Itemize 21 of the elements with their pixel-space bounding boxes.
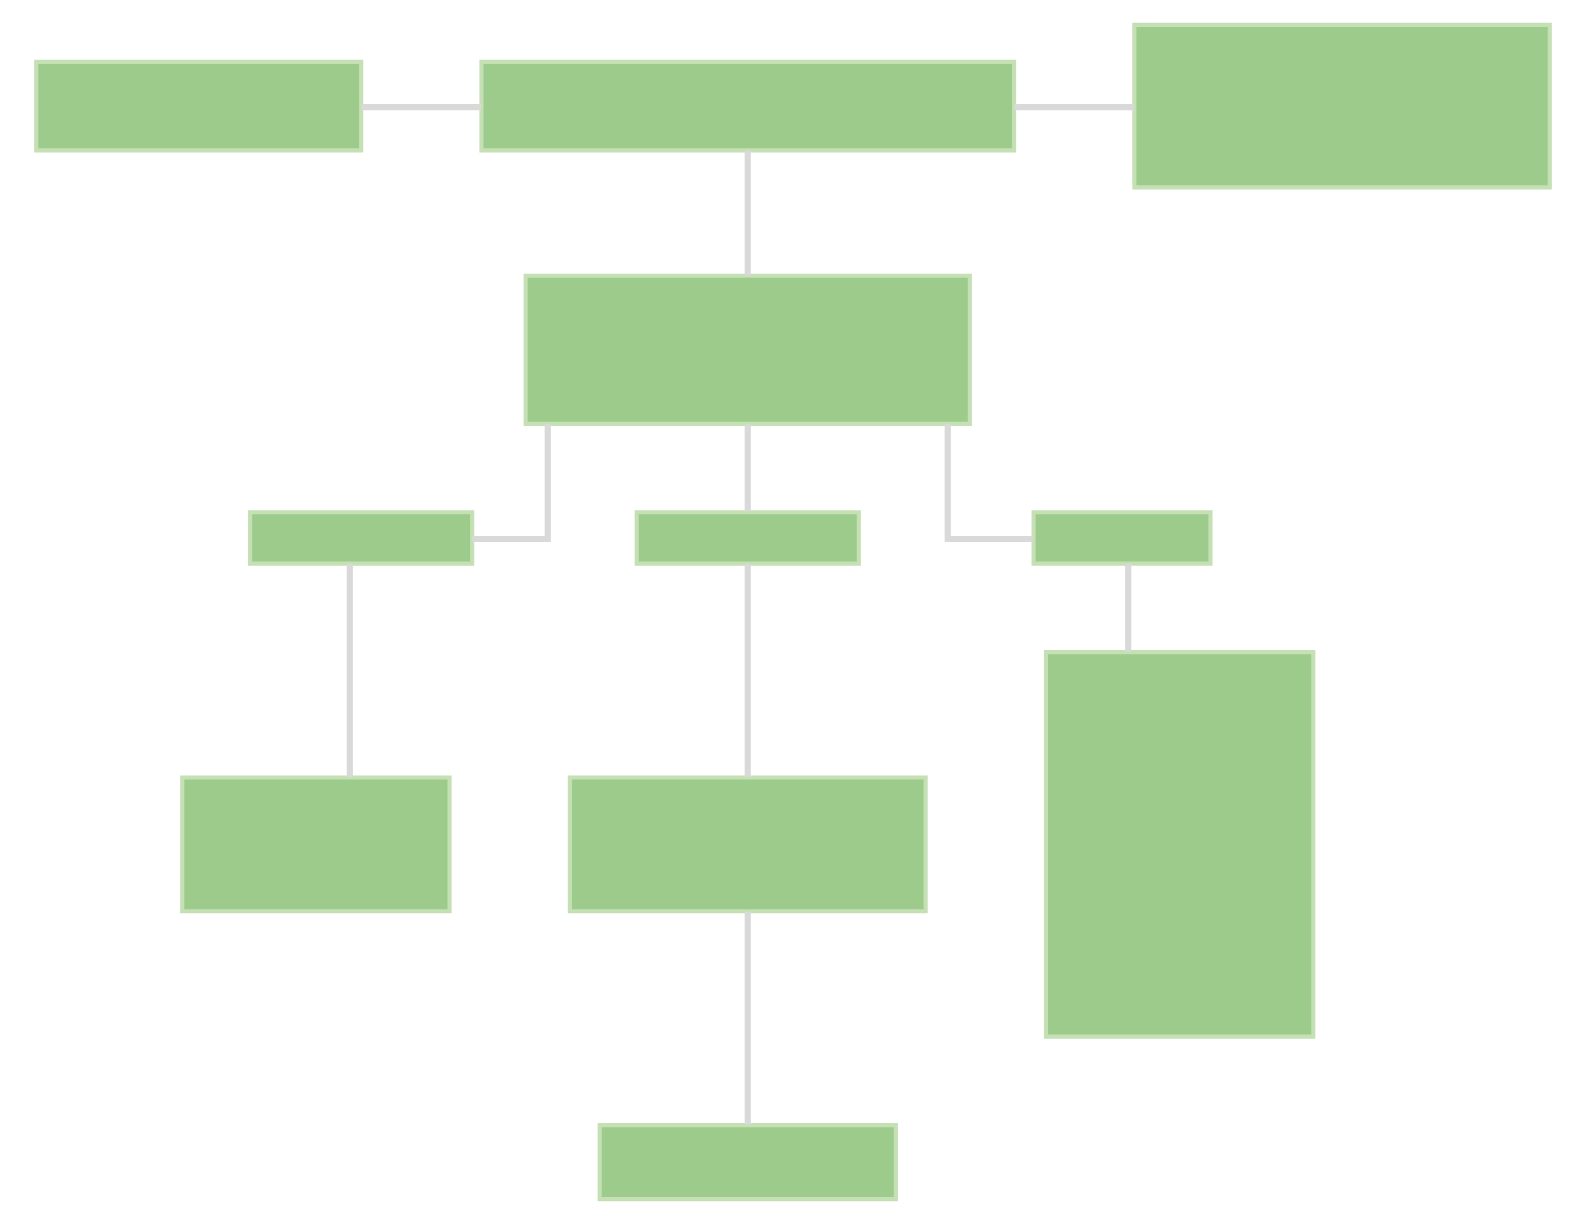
connector bbox=[743, 564, 750, 778]
node-box bbox=[596, 1123, 897, 1202]
connector bbox=[743, 911, 750, 1125]
node-box bbox=[522, 273, 971, 426]
node-box bbox=[633, 510, 860, 566]
node-box bbox=[566, 775, 927, 914]
node-box bbox=[1042, 650, 1315, 1039]
connector bbox=[743, 424, 750, 512]
node-box bbox=[1030, 510, 1212, 566]
connector bbox=[360, 104, 481, 111]
connector bbox=[1124, 564, 1131, 652]
node-box bbox=[1131, 22, 1551, 190]
connector bbox=[743, 150, 750, 276]
connector bbox=[943, 424, 1032, 543]
node-box bbox=[179, 775, 451, 914]
connector bbox=[1013, 104, 1134, 111]
node-box bbox=[247, 510, 474, 566]
node-box bbox=[33, 59, 363, 153]
connector bbox=[345, 564, 352, 778]
connector bbox=[471, 424, 550, 543]
node-box bbox=[478, 59, 1016, 153]
